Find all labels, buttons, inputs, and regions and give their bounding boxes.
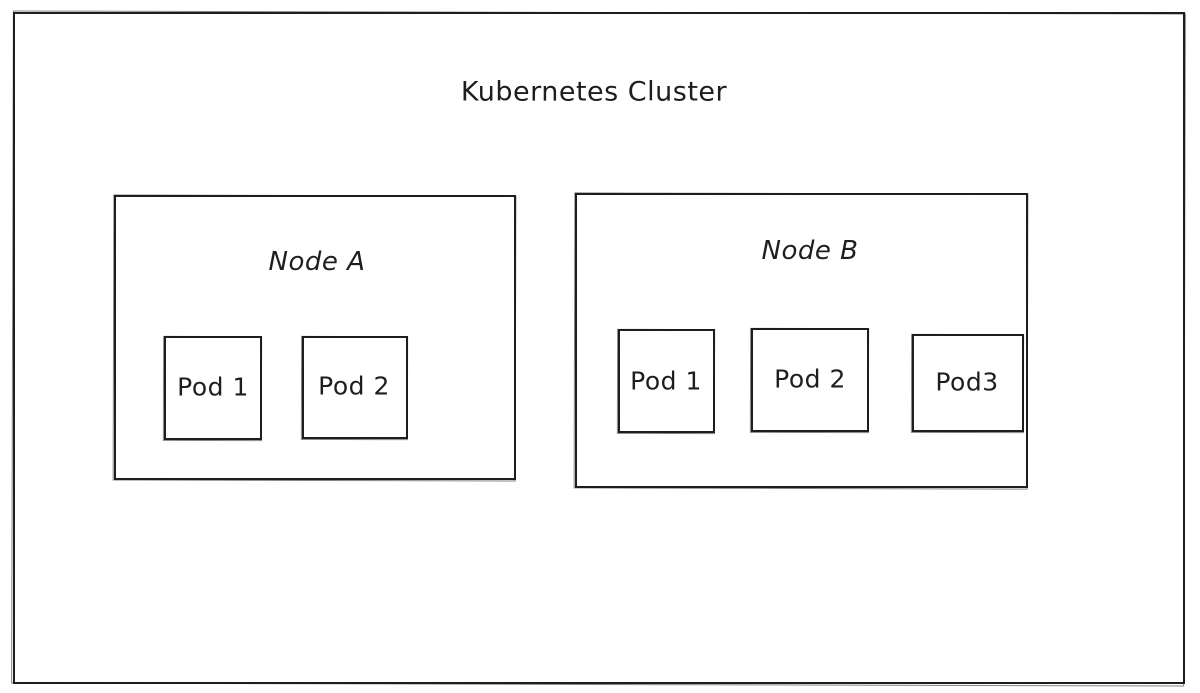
node-b-pod-1-label: Pod 1 xyxy=(630,366,702,396)
node-b-pod-3-label: Pod3 xyxy=(935,367,999,397)
node-a-pod-2-box xyxy=(302,336,408,439)
node-a-title: Node A xyxy=(268,247,366,277)
node-b-pod-3-box xyxy=(912,334,1024,432)
node-b-pod-1-box xyxy=(618,329,715,433)
node-b-title: Node B xyxy=(761,236,859,266)
node-a-pod-1-label: Pod 1 xyxy=(177,372,249,402)
cluster-title: Kubernetes Cluster xyxy=(460,76,728,108)
node-a-pod-2-label: Pod 2 xyxy=(318,371,390,401)
node-b-pod-2-box xyxy=(751,328,869,432)
cluster-box xyxy=(13,12,1185,684)
node-a-box xyxy=(114,195,516,480)
node-b-pod-2-label: Pod 2 xyxy=(774,364,846,394)
node-a-pod-1-box xyxy=(164,336,262,440)
node-b-box xyxy=(575,193,1028,488)
